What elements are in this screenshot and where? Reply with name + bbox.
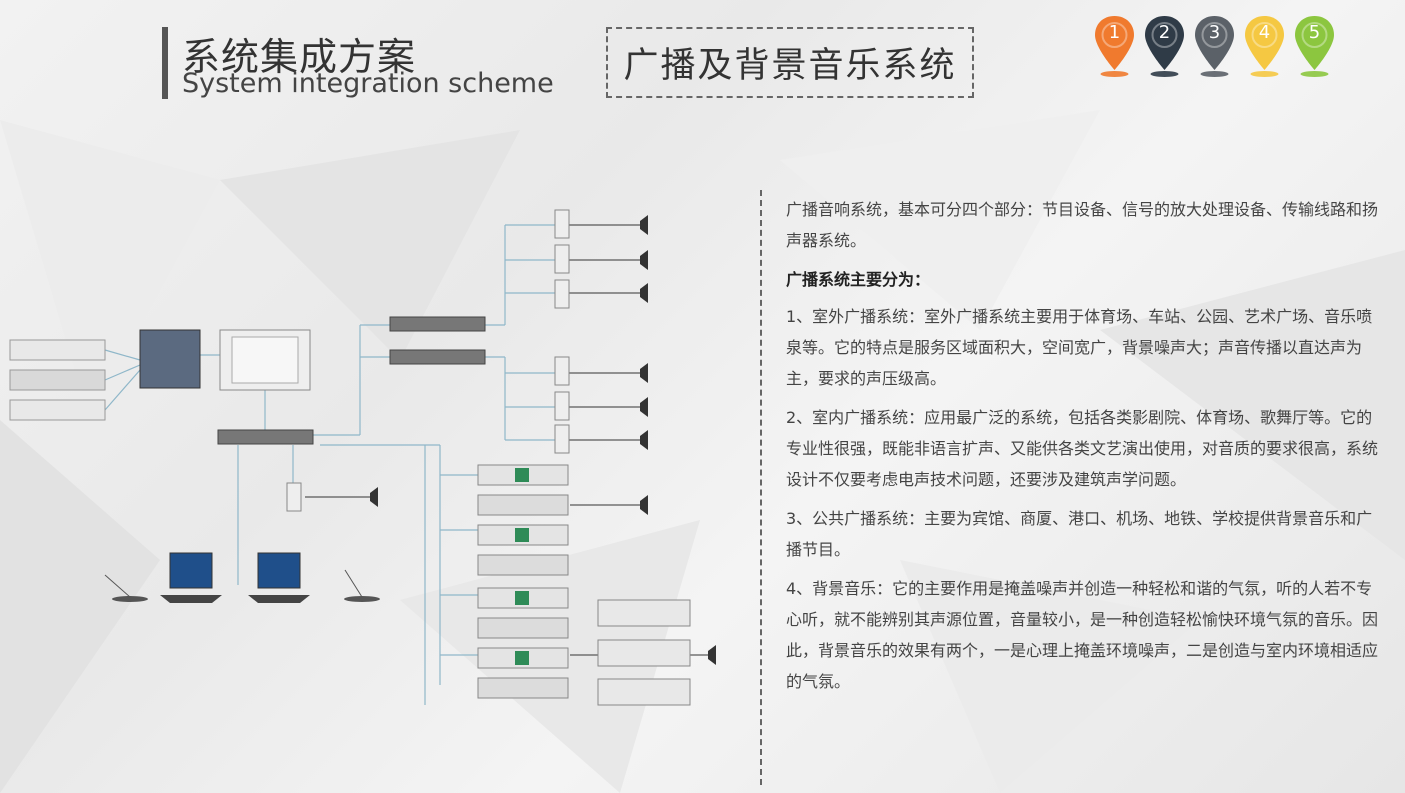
map-pin-icon (1295, 16, 1334, 77)
section-nav: 1 2 3 4 5 (1093, 14, 1336, 80)
map-pin-icon (1245, 16, 1284, 77)
page-subtitle: System integration scheme (182, 68, 554, 99)
page-title: 系统集成方案 (182, 35, 417, 79)
nav-pin-label: 5 (1308, 22, 1321, 43)
section-heading: 广播系统主要分为： (786, 270, 931, 289)
workstations (104, 552, 380, 603)
nav-pin-label: 3 (1208, 22, 1221, 43)
nav-pin-label: 1 (1108, 22, 1121, 43)
column-divider (760, 190, 762, 785)
list-item: 1、室外广播系统：室外广播系统主要用于体育场、车站、公园、艺术广场、音乐喷泉等。… (786, 307, 1373, 388)
map-pin-icon (1095, 16, 1134, 77)
broadcast-system-diagram (9, 209, 716, 706)
description-panel: 广播音响系统，基本可分四个部分：节目设备、信号的放大处理设备、传输线路和扬声器系… (786, 194, 1386, 705)
intro-paragraph: 广播音响系统，基本可分四个部分：节目设备、信号的放大处理设备、传输线路和扬声器系… (786, 200, 1379, 250)
list-item: 2、室内广播系统：应用最广泛的系统，包括各类影剧院、体育场、歌舞厅等。它的专业性… (786, 408, 1379, 489)
nav-pin-2[interactable]: 2 (1143, 14, 1186, 80)
nav-pin-label: 2 (1158, 22, 1171, 43)
nav-pin-3[interactable]: 3 (1193, 14, 1236, 80)
section-title: 广播及背景音乐系统 (606, 27, 974, 98)
map-pin-icon (1145, 16, 1184, 77)
source-devices (9, 329, 311, 421)
list-item: 4、背景音乐：它的主要作用是掩盖噪声并创造一种轻松和谐的气氛，听的人若不专心听，… (786, 579, 1379, 691)
nav-pin-label: 4 (1258, 22, 1271, 43)
title-accent-bar (162, 27, 168, 99)
nav-pin-4[interactable]: 4 (1243, 14, 1286, 80)
map-pin-icon (1195, 16, 1234, 77)
list-item: 3、公共广播系统：主要为宾馆、商厦、港口、机场、地铁、学校提供背景音乐和广播节目… (786, 509, 1373, 559)
nav-pin-1[interactable]: 1 (1093, 14, 1136, 80)
nav-pin-5[interactable]: 5 (1293, 14, 1336, 80)
